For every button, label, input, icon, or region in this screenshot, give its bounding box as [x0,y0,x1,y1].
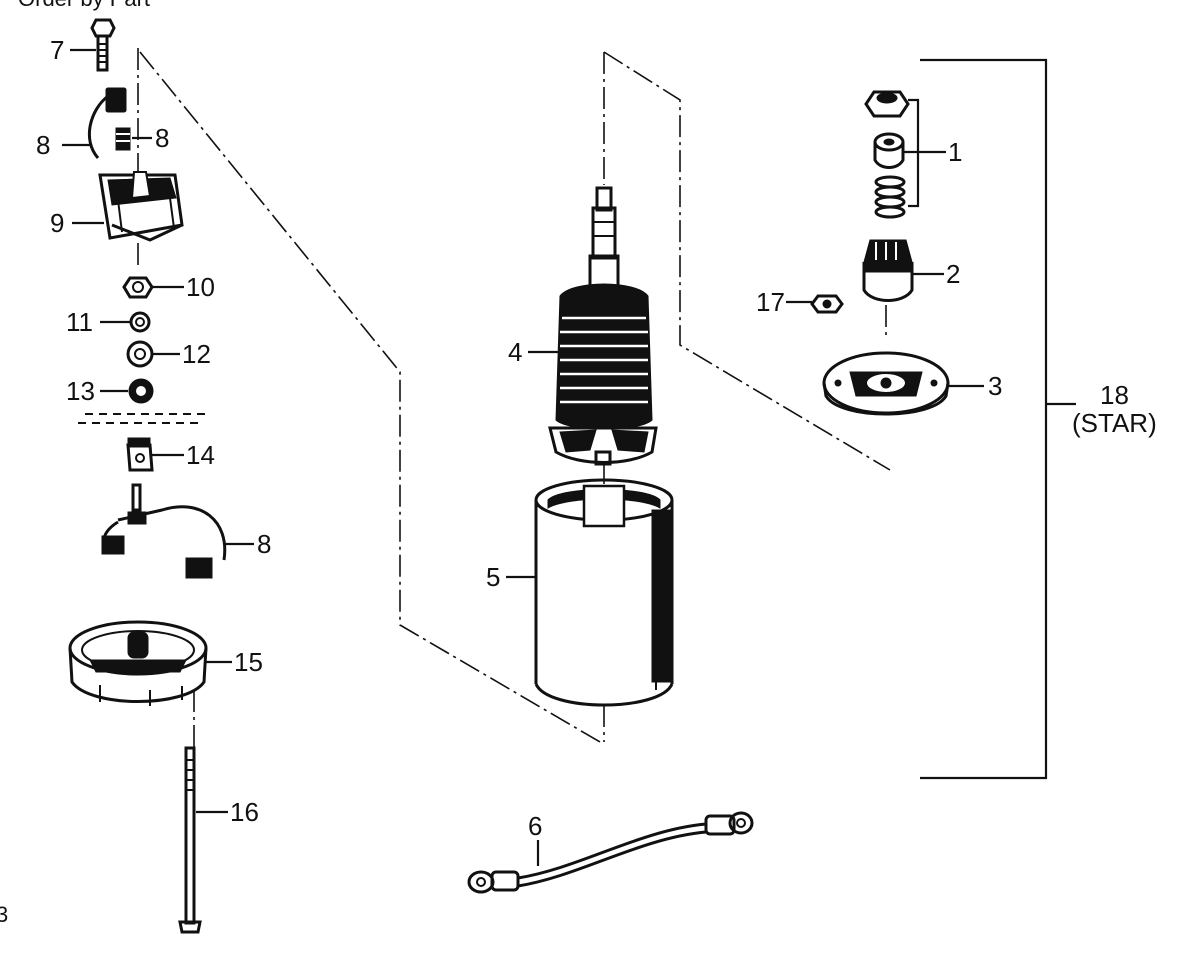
phantom-lines [78,48,891,750]
corner-text: 3 [0,902,8,927]
callout-3: 3 [988,371,1002,401]
callout-14: 14 [186,440,215,470]
callout-9: 9 [50,208,64,238]
part-bushing-13 [128,378,154,404]
part-nut-spring-set [864,90,920,219]
part-washer-12 [126,340,154,368]
callout-11: 11 [66,307,93,337]
callout-10: 10 [186,272,215,302]
part-nut-10 [122,276,154,299]
callout-18-note: (STAR) [1072,408,1157,438]
part-armature [548,186,658,466]
callout-7: 7 [50,35,64,65]
callout-18: 18 [1100,380,1129,410]
part-washer-11 [129,311,151,333]
callout-13: 13 [66,376,95,406]
callout-8-left: 8 [36,130,50,160]
callout-2: 2 [946,259,960,289]
part-nut-17 [810,294,844,314]
leader-lines [62,48,1076,866]
part-field-frame [534,478,674,707]
part-brush-upper [87,87,131,159]
part-brush-assembly [101,483,227,579]
callout-1: 1 [948,137,962,167]
part-insulator-14 [126,437,154,472]
callout-8-lower: 8 [257,529,271,559]
bracket-18 [920,58,1048,780]
part-drive-pinion [862,239,914,302]
callout-6: 6 [528,811,542,841]
header-text: Order by Part [18,0,150,11]
part-end-cap [68,620,208,706]
callout-labels: 7 8 8 9 10 11 12 13 14 8 15 16 4 5 6 1 2… [36,35,1157,841]
callout-5: 5 [486,562,500,592]
part-ground-cable [467,811,754,894]
part-brush-holder [98,171,184,242]
callout-12: 12 [182,339,211,369]
callout-16: 16 [230,797,259,827]
callout-17: 17 [756,287,785,317]
part-through-bolt [178,746,202,934]
callout-4: 4 [508,337,522,367]
callout-8-top: 8 [155,123,169,153]
callout-15: 15 [234,647,263,677]
part-end-plate [822,351,950,416]
part-bolt [90,18,116,72]
